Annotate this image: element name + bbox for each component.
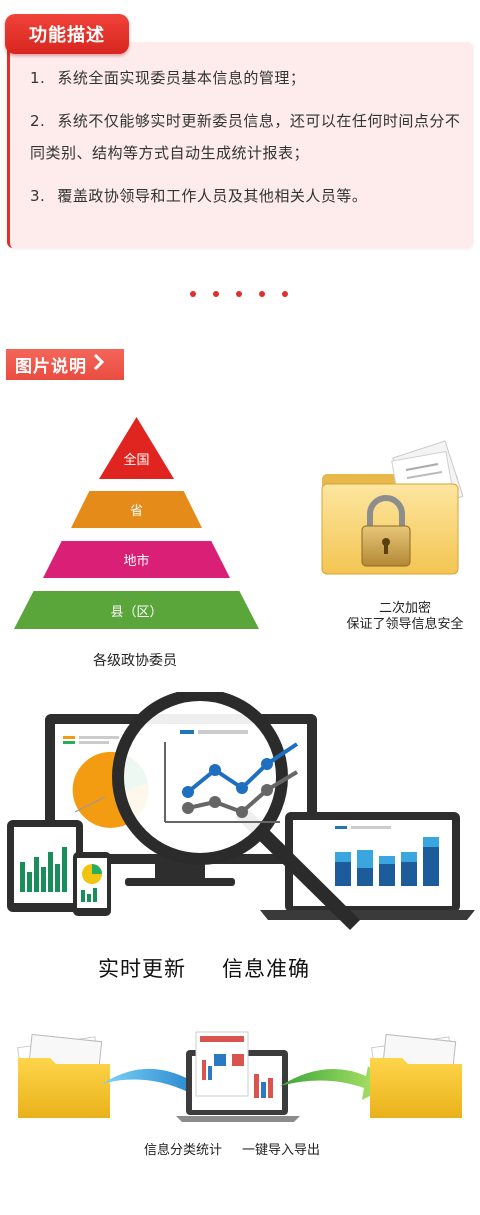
feature-item-1: 1.系统全面实现委员基本信息的管理； <box>30 69 306 87</box>
picture-description-title: 图片说明 <box>15 357 87 377</box>
realtime-caption-left: 实时更新 <box>98 957 186 981</box>
encryption-caption: 二次加密 保证了领导信息安全 <box>335 601 475 633</box>
encryption-caption-line2: 保证了领导信息安全 <box>346 617 464 632</box>
import-export-caption-left: 信息分类统计 <box>144 1143 223 1158</box>
pyramid-level-city: 地市 <box>43 541 230 578</box>
encryption-caption-line1: 二次加密 <box>378 601 431 616</box>
folder-icon <box>370 1033 462 1118</box>
pyramid-level-county: 县（区） <box>14 591 259 629</box>
chevron-right-icon <box>93 353 105 375</box>
feature-title-tab: 功能描述 <box>5 14 129 54</box>
feature-description-card: 1.系统全面实现委员基本信息的管理； 2.系统不仅能够实时更新委员信息，还可以在… <box>7 42 473 248</box>
pyramid-level-national: 全国 <box>99 417 174 479</box>
import-export-caption-right: 一键导入导出 <box>242 1143 321 1158</box>
realtime-caption-right: 信息准确 <box>222 957 310 981</box>
picture-description-tab: 图片说明 <box>6 349 124 380</box>
feature-item-2: 2.系统不仅能够实时更新委员信息，还可以在任何时间点分不同类别、结构等方式自动生… <box>30 112 461 162</box>
dot <box>259 291 265 297</box>
devices-magnifier-icon <box>5 689 477 942</box>
laptop-report-icon <box>176 1031 300 1122</box>
import-export-illustration <box>10 1030 470 1125</box>
pyramid-caption: 各级政协委员 <box>93 653 177 669</box>
feature-list: 1.系统全面实现委员基本信息的管理； 2.系统不仅能够实时更新委员信息，还可以在… <box>30 62 466 223</box>
folder-icon <box>17 1033 110 1118</box>
feature-item-3: 3.覆盖政协领导和工作人员及其他相关人员等。 <box>30 187 368 205</box>
dot <box>282 291 288 297</box>
dot <box>213 291 219 297</box>
pyramid-level-province: 省 <box>71 491 202 528</box>
dot <box>190 291 196 297</box>
dot <box>236 291 242 297</box>
locked-folder-icon <box>318 440 464 580</box>
separator-dots <box>190 291 290 299</box>
